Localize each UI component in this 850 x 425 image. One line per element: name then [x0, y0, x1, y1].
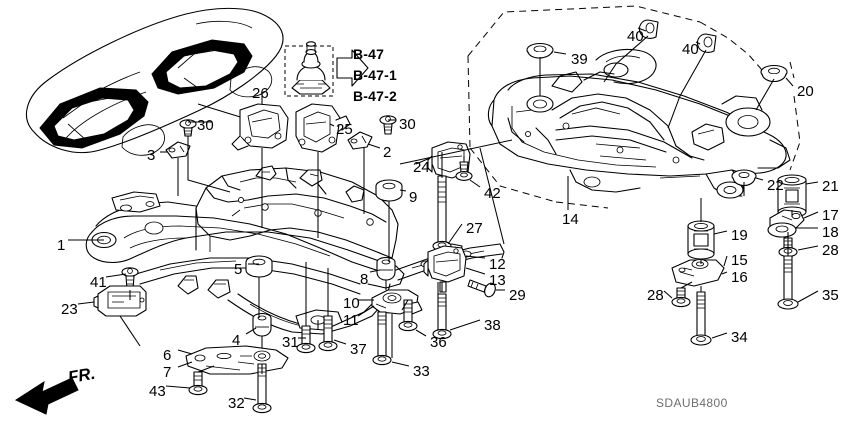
callout-17: 17 — [822, 207, 839, 224]
diagram-watermark: SDAUB4800 — [656, 396, 728, 410]
bolt-43 — [188, 371, 208, 396]
callout-16: 16 — [731, 269, 748, 286]
bolt-30-left — [179, 119, 197, 137]
callout-b-47: B-47 — [353, 46, 385, 62]
callout-24: 24 — [413, 159, 430, 176]
callout-42: 42 — [484, 185, 501, 202]
bracket-3 — [165, 141, 191, 159]
bolt-38 — [432, 293, 452, 340]
callout-26: 26 — [252, 85, 269, 102]
bolt-28-left — [671, 287, 691, 308]
callout-9: 9 — [409, 189, 418, 206]
front-subframe-assembly — [85, 165, 505, 335]
bolt-42 — [455, 161, 473, 181]
callout-28: 28 — [647, 287, 664, 304]
bushing-9 — [375, 179, 403, 202]
callout-41: 41 — [90, 274, 107, 291]
bolt-30-right — [379, 115, 397, 135]
bolt-41 — [121, 267, 139, 291]
bushing-5 — [245, 255, 273, 278]
bracket-17-18 — [767, 209, 805, 238]
callout-14: 14 — [562, 211, 579, 228]
fasteners-group — [93, 19, 807, 414]
bolt-37 — [318, 315, 338, 352]
callout-27: 27 — [466, 220, 483, 237]
rear-subframe-assembly — [467, 5, 801, 209]
bracket-6-7 — [185, 345, 289, 375]
callout-20: 20 — [797, 83, 814, 100]
callout-6: 6 — [163, 347, 172, 364]
callout-25: 25 — [336, 121, 353, 138]
bushing-8 — [376, 256, 396, 281]
callout-29: 29 — [509, 287, 526, 304]
bolt-32 — [252, 363, 272, 414]
engine-mount-bracket-25 — [295, 103, 351, 153]
callout-11: 11 — [343, 312, 359, 329]
callout-28: 28 — [822, 242, 839, 259]
callout-35: 35 — [822, 287, 839, 304]
callout-34: 34 — [731, 329, 748, 346]
callout-39: 39 — [571, 51, 588, 68]
leader-lines — [68, 27, 819, 401]
car-body-illustration — [25, 7, 284, 156]
bolt-36 — [398, 299, 418, 332]
callout-b-47-1: B-47-1 — [353, 67, 397, 83]
engine-mount-part — [291, 41, 331, 95]
callout-37: 37 — [350, 341, 367, 358]
callout-38: 38 — [484, 317, 501, 334]
callout-13: 13 — [489, 272, 506, 289]
bracket-10-11 — [371, 289, 423, 315]
callout-30: 30 — [197, 117, 214, 134]
callout-31: 31 — [282, 334, 299, 351]
callout-1: 1 — [57, 237, 66, 254]
callout-33: 33 — [413, 363, 430, 380]
bolt-35 — [777, 255, 799, 310]
callout-40: 40 — [627, 28, 644, 45]
callout-5: 5 — [234, 261, 243, 278]
bushing-4 — [252, 312, 272, 337]
bushing-40-b — [696, 33, 717, 53]
callout-10: 10 — [343, 295, 360, 312]
callout-40: 40 — [682, 41, 699, 58]
callout-22: 22 — [767, 177, 784, 194]
engine-mount-bracket-26 — [231, 103, 289, 151]
callout-36: 36 — [430, 334, 447, 351]
callout-7: 7 — [163, 364, 172, 381]
callout-4: 4 — [232, 332, 241, 349]
stopper-23 — [93, 285, 147, 317]
bolt-31 — [296, 325, 316, 354]
bushing-40-a — [638, 19, 659, 39]
bolt-27 — [432, 175, 452, 252]
callout-23: 23 — [61, 301, 78, 318]
callout-21: 21 — [822, 178, 839, 195]
callout-43: 43 — [149, 383, 166, 400]
engine-mount-detail-callout — [284, 41, 369, 97]
callout-12: 12 — [489, 256, 506, 273]
bolt-34 — [690, 291, 712, 346]
callout-15: 15 — [731, 252, 748, 269]
callout-b-47-2: B-47-2 — [353, 88, 397, 104]
callout-2: 2 — [383, 144, 392, 161]
callout-3: 3 — [147, 147, 156, 164]
callout-30: 30 — [399, 116, 416, 133]
callout-8: 8 — [360, 271, 369, 288]
callout-19: 19 — [731, 227, 748, 244]
front-direction-arrow — [14, 377, 79, 415]
bracket-15-16 — [671, 259, 725, 287]
bushing-39 — [526, 42, 554, 59]
callout-18: 18 — [822, 224, 839, 241]
bracket-2 — [347, 131, 373, 150]
bracket-12-13 — [423, 245, 467, 293]
bolt-29 — [467, 279, 496, 298]
bushing-19 — [687, 220, 715, 260]
bushing-20 — [760, 64, 788, 83]
bolt-33 — [372, 311, 392, 366]
callout-32: 32 — [228, 395, 245, 412]
